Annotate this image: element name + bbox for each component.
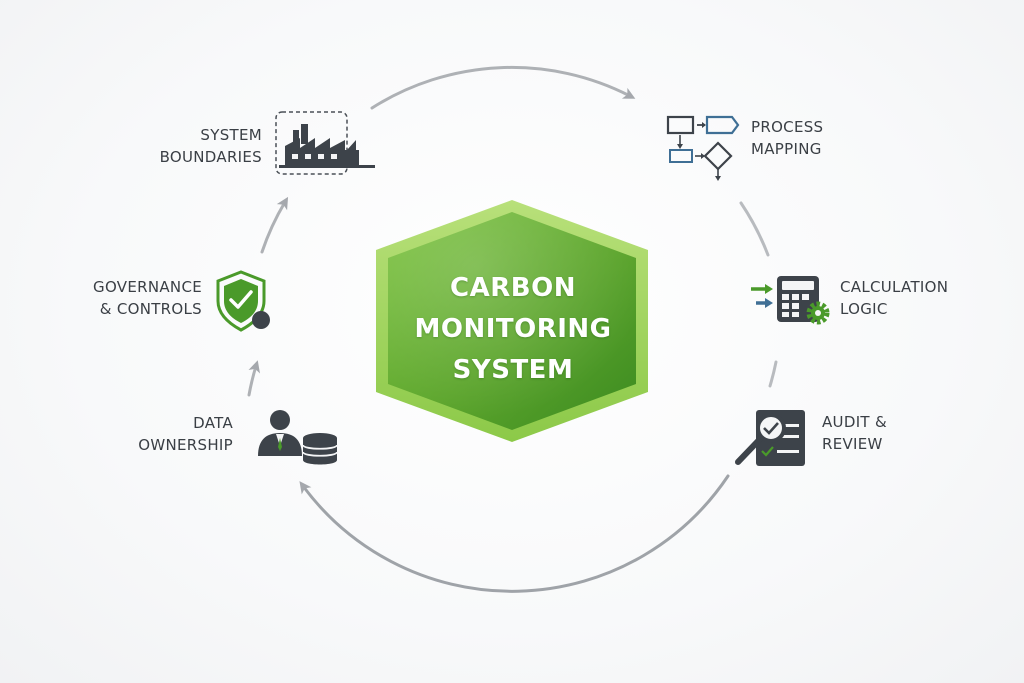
label-system-boundaries: SYSTEM BOUNDARIES xyxy=(160,124,262,168)
arrow-ownership-to-governance xyxy=(247,360,261,397)
label-line: SYSTEM xyxy=(200,126,262,144)
label-process-mapping: PROCESS MAPPING xyxy=(751,116,823,160)
label-line: AUDIT & xyxy=(822,413,887,431)
label-audit-review: AUDIT & REVIEW xyxy=(822,411,887,455)
flowchart-icon xyxy=(666,115,740,181)
arrow-audit-to-ownership xyxy=(299,474,730,593)
label-line: & CONTROLS xyxy=(99,300,202,318)
factory-icon xyxy=(275,111,375,175)
label-line: REVIEW xyxy=(822,435,883,453)
center-hexagon xyxy=(376,200,648,442)
center-title-line-2: MONITORING xyxy=(414,314,612,344)
arrow-governance-to-boundaries xyxy=(260,196,289,254)
label-line: PROCESS xyxy=(751,118,824,136)
label-line: MAPPING xyxy=(751,140,822,158)
shield-check-icon xyxy=(216,270,270,332)
audit-magnifier-icon xyxy=(735,410,805,466)
label-line: LOGIC xyxy=(840,300,888,318)
center-title: CARBON MONITORING SYSTEM xyxy=(393,268,633,391)
arrow-process-to-calculation xyxy=(739,201,770,257)
label-governance-controls: GOVERNANCE & CONTROLS xyxy=(93,276,202,320)
label-line: DATA xyxy=(193,414,233,432)
label-line: OWNERSHIP xyxy=(138,436,233,454)
label-line: GOVERNANCE xyxy=(93,278,202,296)
label-line: BOUNDARIES xyxy=(159,148,262,166)
arrow-calculation-to-audit xyxy=(768,360,778,388)
person-database-icon xyxy=(258,410,338,465)
label-data-ownership: DATA OWNERSHIP xyxy=(138,412,233,456)
arrow-boundaries-to-process xyxy=(370,65,636,110)
label-calculation-logic: CALCULATION LOGIC xyxy=(840,276,948,320)
calculator-icon xyxy=(751,276,830,325)
center-title-line-1: CARBON xyxy=(450,273,576,303)
label-line: CALCULATION xyxy=(840,278,949,296)
center-title-line-3: SYSTEM xyxy=(452,355,574,385)
